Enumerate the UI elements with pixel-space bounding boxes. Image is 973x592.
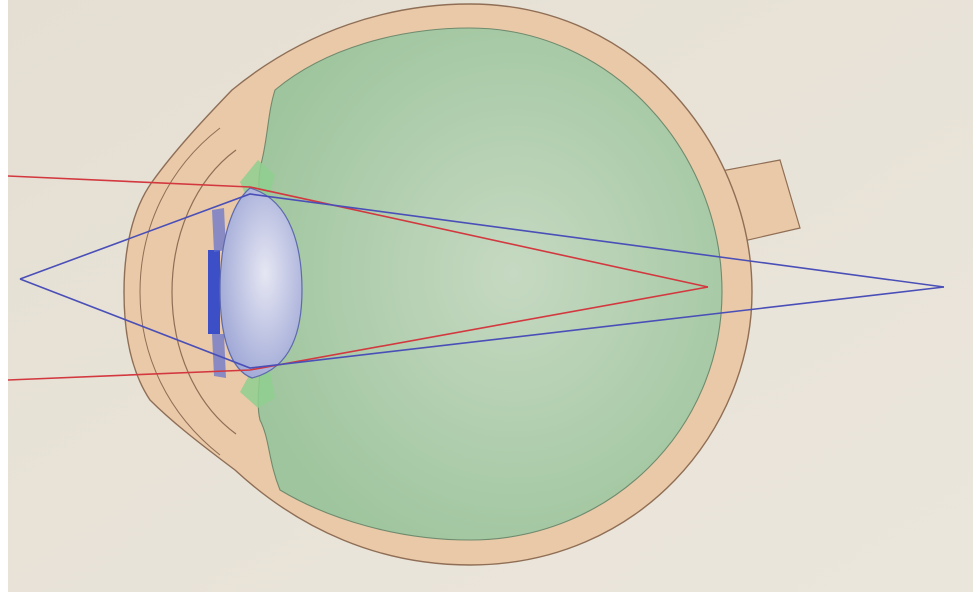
iris [208,250,220,334]
